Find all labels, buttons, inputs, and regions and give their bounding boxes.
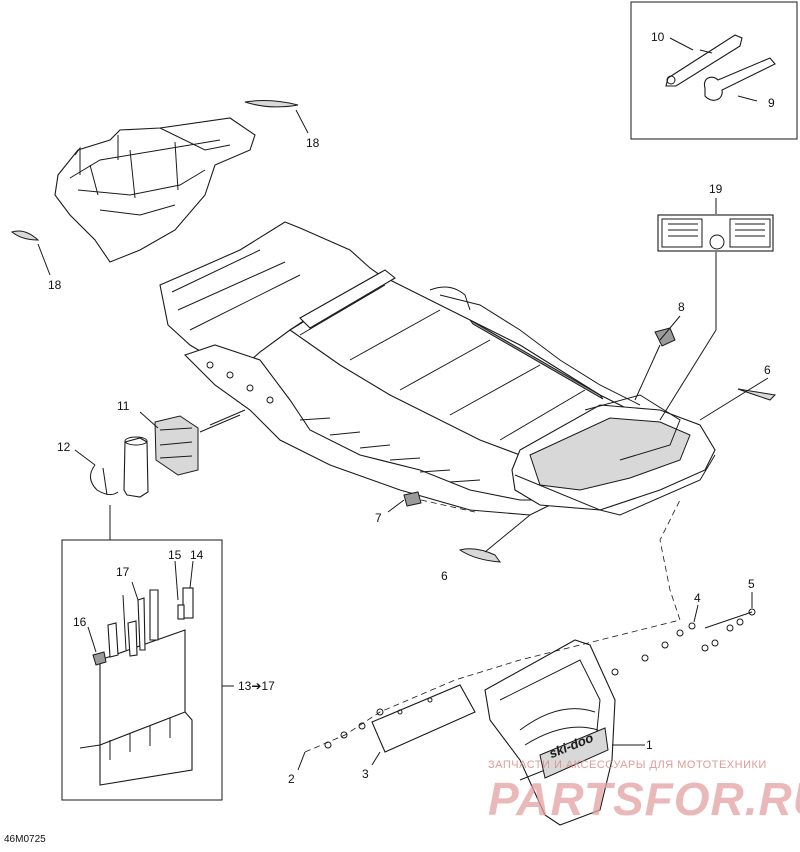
snowflap bbox=[484, 592, 756, 826]
warning-decal bbox=[657, 198, 774, 421]
license-plate bbox=[297, 499, 681, 771]
callout-14: 14 bbox=[190, 548, 204, 562]
drawing-code: 46M0725 bbox=[4, 834, 46, 845]
callout-13-17: 13➔17 bbox=[238, 679, 275, 693]
clip-7 bbox=[387, 491, 476, 513]
callout-18-left: 18 bbox=[48, 278, 62, 292]
watermark-tagline: ЗАПЧАСТИ И АКСЕССУАРЫ ДЛЯ МОТОТЕХНИКИ bbox=[488, 759, 767, 771]
callout-18-top: 18 bbox=[306, 136, 320, 150]
leader-bag bbox=[209, 409, 246, 426]
callout-1: 1 bbox=[646, 738, 653, 752]
callout-5: 5 bbox=[748, 577, 755, 591]
tool-bag bbox=[74, 411, 241, 540]
callout-6-bottom: 6 bbox=[441, 569, 448, 583]
callout-8: 8 bbox=[678, 300, 685, 314]
callout-11: 11 bbox=[117, 399, 130, 413]
callout-7: 7 bbox=[375, 511, 382, 525]
belly-pan bbox=[10, 100, 309, 276]
clip-8 bbox=[634, 315, 681, 401]
decal-6 bbox=[458, 377, 777, 563]
callout-2: 2 bbox=[288, 772, 295, 786]
callout-16: 16 bbox=[73, 615, 87, 629]
callout-19: 19 bbox=[709, 182, 723, 196]
callout-10: 10 bbox=[651, 30, 665, 44]
callout-3: 3 bbox=[362, 767, 369, 781]
watermark-brand: PARTSFOR.RU bbox=[488, 773, 800, 825]
callout-12: 12 bbox=[57, 440, 71, 454]
tools-inset bbox=[630, 1, 798, 140]
tool-kit-inset bbox=[61, 539, 234, 801]
chassis-frame bbox=[159, 221, 716, 516]
callout-17: 17 bbox=[116, 565, 130, 579]
callout-15: 15 bbox=[168, 548, 182, 562]
callout-4: 4 bbox=[694, 591, 701, 605]
callout-6-right: 6 bbox=[764, 363, 771, 377]
callout-9: 9 bbox=[768, 96, 775, 110]
